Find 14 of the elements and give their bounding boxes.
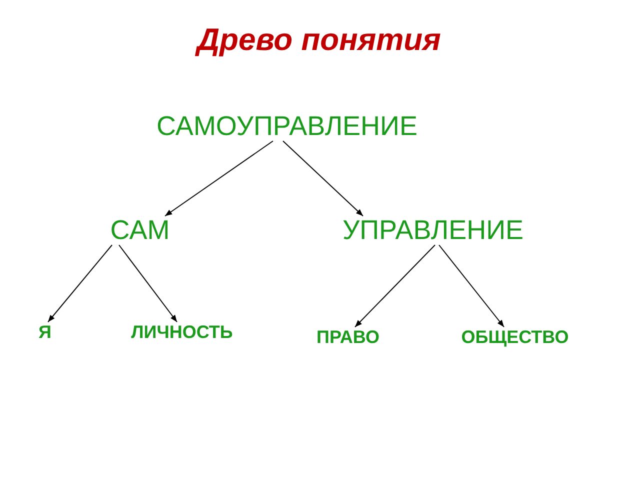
arrow [354, 244, 436, 328]
arrow [118, 244, 178, 322]
arrow [164, 140, 274, 216]
concept-text: САМОУПРАВЛЕНИЕ [156, 113, 418, 140]
concept-text: САМ [110, 217, 170, 244]
diagram-title: Древо понятия [197, 24, 441, 55]
concept-text: ЛИЧНОСТЬ [131, 323, 233, 341]
arrow [282, 140, 364, 216]
concept-text: УПРАВЛЕНИЕ [342, 217, 524, 244]
concept-text: Я [38, 323, 52, 341]
concept-text: ПРАВО [316, 328, 380, 346]
arrow [48, 244, 112, 322]
concept-text: ОБЩЕСТВО [461, 328, 569, 346]
arrow [438, 244, 504, 328]
